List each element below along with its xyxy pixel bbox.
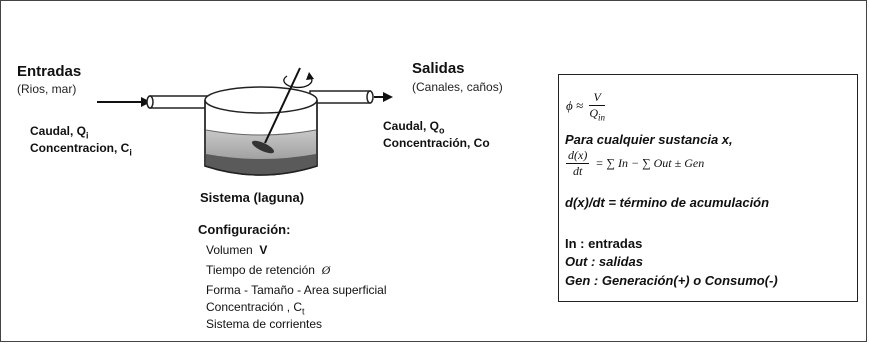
legend-gen: Gen : Generación(+) o Consumo(-) <box>565 273 778 288</box>
lagoon-tank-illustration <box>97 67 393 176</box>
equations-box <box>558 74 858 302</box>
config-current-system: Sistema de corrientes <box>206 317 323 331</box>
outlet-pipe <box>309 90 374 104</box>
retention-time-equation: ϕ ≈ V Qin <box>566 90 606 123</box>
stirrer <box>251 67 314 154</box>
outlet-arrow <box>374 92 393 102</box>
mass-balance-equation: d(x) dt = ∑ In − ∑ Out ± Gen <box>566 148 705 178</box>
inputs-flow-label: Caudal, Qi <box>30 124 89 141</box>
outputs-title: Salidas <box>412 60 465 77</box>
configuration-title: Configuración: <box>198 222 291 237</box>
legend-out: Out : salidas <box>565 254 644 269</box>
inputs-title: Entradas <box>17 63 82 80</box>
config-retention-time: Tiempo de retención Ø <box>206 263 331 277</box>
inputs-subtitle: (Rios, mar) <box>17 82 77 96</box>
mass-balance-intro: Para cualquier sustancia x, <box>565 132 733 147</box>
tank-body <box>204 86 318 176</box>
outputs-concentration-label: Concentración, Co <box>383 136 490 150</box>
inlet-arrow <box>97 97 151 107</box>
outputs-subtitle: (Canales, caños) <box>412 80 503 94</box>
inputs-concentration-label: Concentracion, Ci <box>30 141 132 158</box>
outputs-flow-label: Caudal, Qo <box>383 119 445 136</box>
config-concentration: Concentración , Ct <box>206 300 305 317</box>
config-volume: Volumen V <box>206 243 268 257</box>
config-shape-size-area: Forma - Tamaño - Area superficial <box>206 283 387 297</box>
legend-in: In : entradas <box>565 236 643 251</box>
accumulation-definition: d(x)/dt = término de acumulación <box>565 195 770 210</box>
inlet-pipe <box>146 95 211 109</box>
system-title: Sistema (laguna) <box>200 190 305 205</box>
